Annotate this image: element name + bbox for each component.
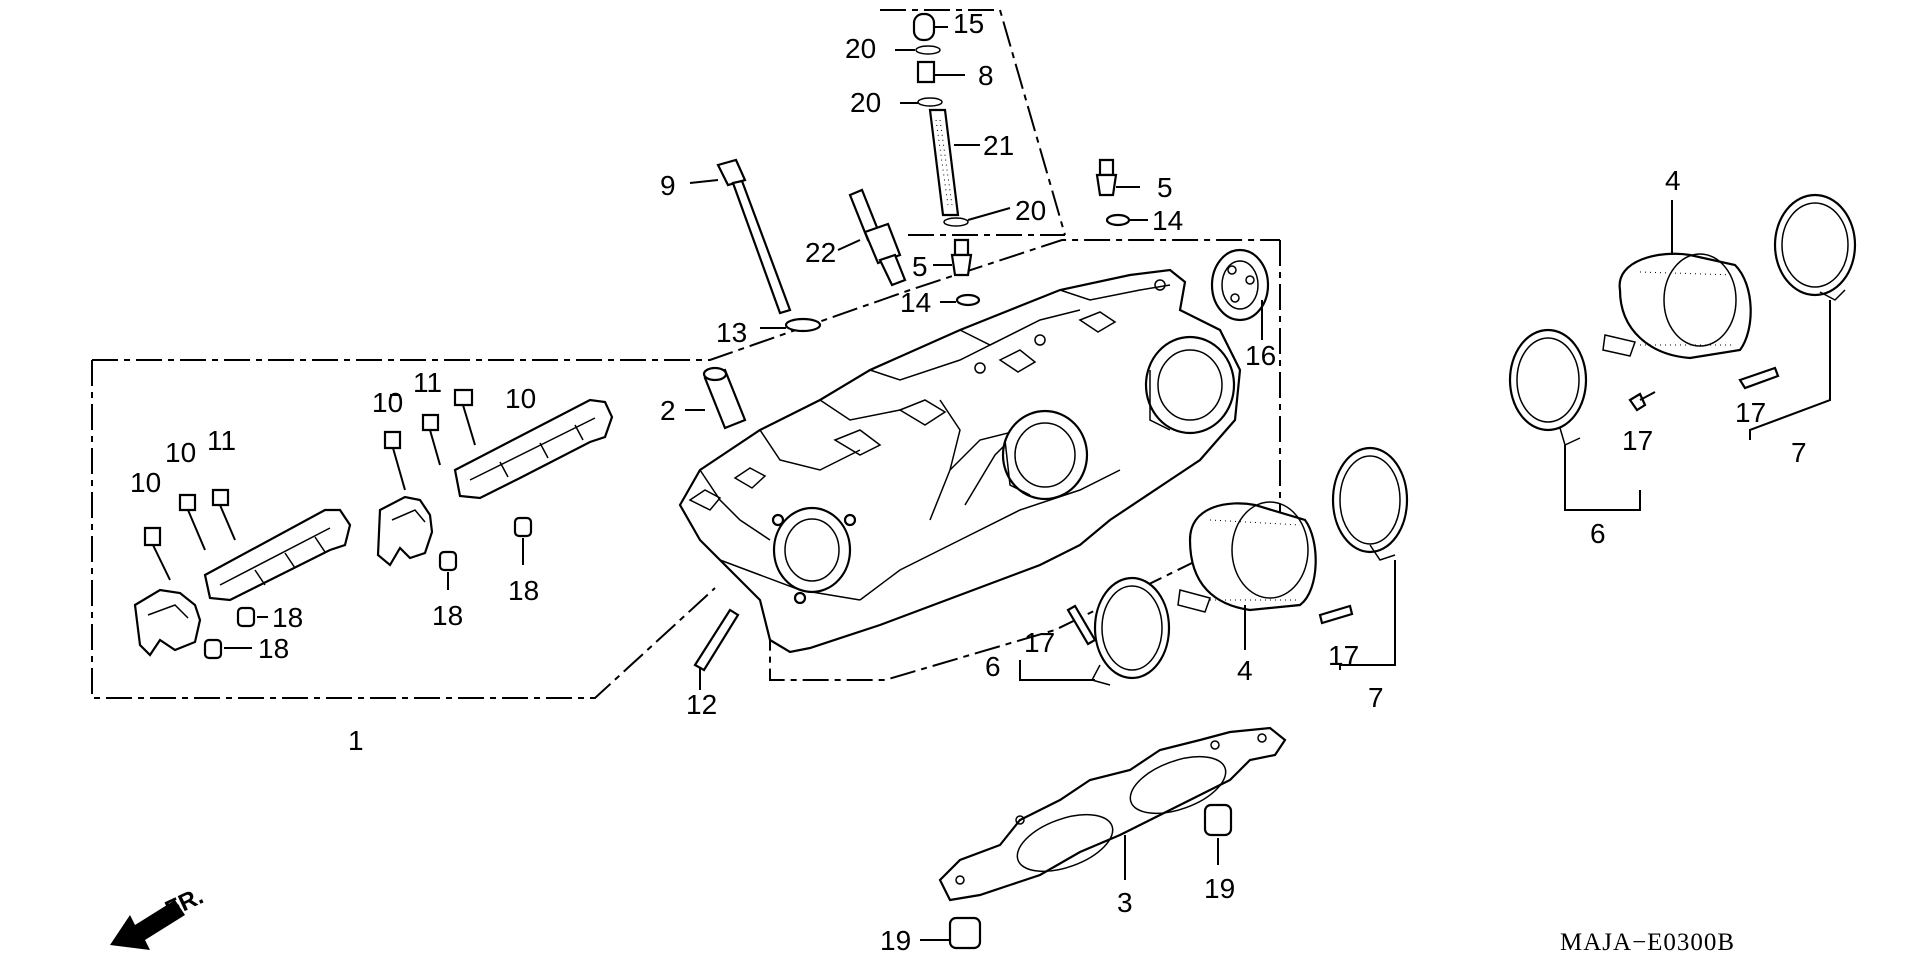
part-9-bolt (689, 158, 822, 333)
callout-11-a: 11 (207, 425, 236, 456)
part-12-stud (693, 608, 740, 690)
callout-20-b: 20 (850, 87, 881, 118)
part-3-gasket (938, 726, 1287, 902)
callout-18-c: 18 (432, 600, 463, 631)
callout-10-b: 10 (165, 437, 196, 468)
callout-6-right: 6 (1590, 518, 1606, 549)
callout-21: 21 (983, 130, 1014, 161)
rocker-group-outline (91, 9, 1281, 699)
part-5-14-fittings (933, 158, 1148, 307)
callout-10-a: 10 (130, 467, 161, 498)
callout-19-a: 19 (1204, 873, 1235, 904)
callout-1: 1 (348, 725, 364, 756)
cylinder-head-illustration (678, 268, 1242, 654)
callout-4-middle: 4 (1237, 655, 1253, 686)
callout-3: 3 (1117, 887, 1133, 918)
callout-22: 22 (805, 237, 836, 268)
callout-11-b: 11 (413, 367, 442, 398)
part-16-plug (1210, 248, 1270, 340)
callout-10-c: 10 (372, 387, 403, 418)
right-intake-insulator (1508, 193, 1857, 511)
left-rocker-assembly (133, 388, 614, 660)
callout-14-right: 14 (1152, 205, 1183, 236)
callout-2: 2 (660, 395, 676, 426)
callout-19-b: 19 (880, 925, 911, 956)
breather-tube-parts (895, 12, 1011, 227)
callout-17-d: 17 (1735, 397, 1766, 428)
front-direction-arrow: FR. (110, 883, 208, 950)
callout-7-right: 7 (1791, 437, 1807, 468)
callout-18-d: 18 (508, 575, 539, 606)
callout-17-c: 17 (1622, 425, 1653, 456)
callout-8: 8 (978, 60, 994, 91)
callout-20-a: 20 (845, 33, 876, 64)
part-22-spark-plug (837, 188, 907, 287)
callout-13: 13 (716, 317, 747, 348)
callout-9: 9 (660, 170, 676, 201)
callout-17-a: 17 (1024, 627, 1055, 658)
callout-labels: 1 2 3 4 4 5 5 6 6 7 7 8 9 10 10 10 10 11… (130, 8, 1807, 956)
callout-14-left: 14 (900, 287, 931, 318)
part-19-dowels (920, 803, 1233, 950)
callout-15: 15 (953, 8, 984, 39)
callout-18-a: 18 (272, 602, 303, 633)
callout-20-c: 20 (1015, 195, 1046, 226)
middle-intake-insulator (1019, 446, 1409, 686)
callout-18-b: 18 (258, 633, 289, 664)
callout-5-right: 5 (1157, 172, 1173, 203)
callout-5-left: 5 (912, 251, 928, 282)
callout-17-b: 17 (1328, 640, 1359, 671)
part-2-sleeve (685, 366, 747, 430)
callout-7-middle: 7 (1368, 682, 1384, 713)
callout-16: 16 (1245, 340, 1276, 371)
callout-10-d: 10 (505, 383, 536, 414)
callout-6-middle: 6 (985, 651, 1001, 682)
callout-4-right: 4 (1665, 165, 1681, 196)
callout-12: 12 (686, 689, 717, 720)
drawing-code: MAJA−E0300B (1560, 929, 1735, 956)
